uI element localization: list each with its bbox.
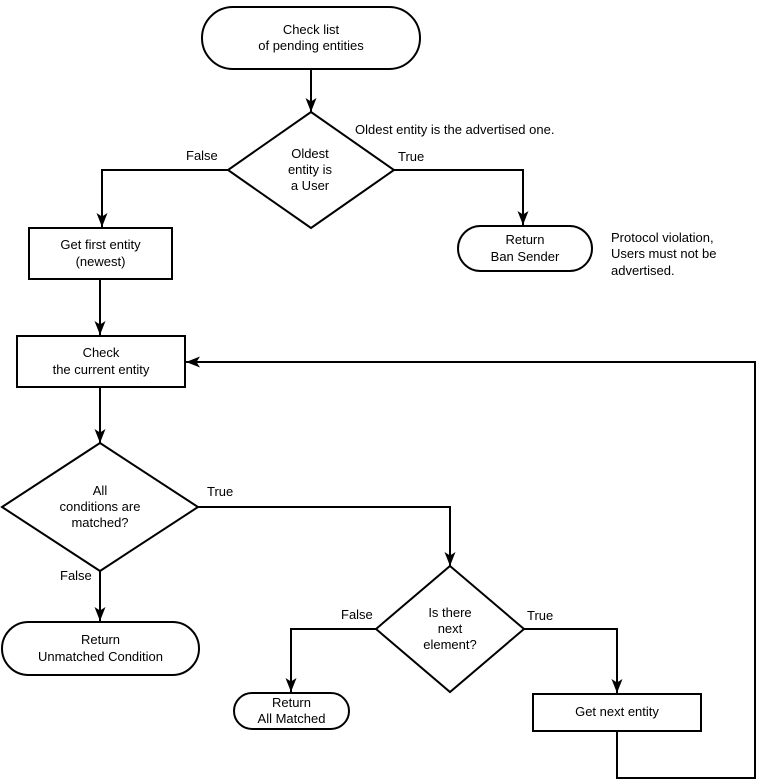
oldest-user-diamond-label: Oldest entity is a User (287, 145, 333, 194)
all-conditions-true-label: True (207, 484, 234, 499)
get-next-entity-node: Get next entity (532, 693, 702, 732)
check-current-entity-node: Check the current entity (16, 335, 186, 388)
edge-oldest-false-to-get-first (96, 169, 228, 227)
edge-conditions-true-to-next (198, 506, 456, 566)
return-all-matched-node: Return All Matched (233, 692, 350, 730)
edge-next-false-to-all-matched (285, 628, 376, 692)
oldest-user-false-label: False (186, 148, 218, 163)
next-element-false-label: False (341, 607, 373, 622)
next-element-true-label: True (527, 608, 554, 623)
next-element-diamond-label: Is there next element? (423, 604, 477, 653)
return-ban-sender-node: Return Ban Sender (457, 225, 593, 272)
get-first-entity-node: Get first entity (newest) (28, 227, 173, 280)
edge-loop-get-next-to-check (186, 356, 756, 779)
start-node: Check list of pending entities (201, 6, 421, 70)
all-conditions-diamond-label: All conditions are matched? (59, 482, 141, 531)
next-element-diamond (374, 564, 526, 694)
protocol-violation-annotation: Protocol violation, Users must not be ad… (611, 230, 717, 278)
return-unmatched-condition-node: Return Unmatched Condition (1, 621, 200, 676)
oldest-user-diamond (226, 110, 396, 230)
all-conditions-false-label: False (60, 568, 92, 583)
edge-next-true-to-get-next (524, 628, 623, 693)
oldest-user-true-label: True (398, 149, 425, 164)
advertised-annotation: Oldest entity is the advertised one. (355, 122, 555, 137)
edge-oldest-true-to-ban (394, 169, 529, 225)
